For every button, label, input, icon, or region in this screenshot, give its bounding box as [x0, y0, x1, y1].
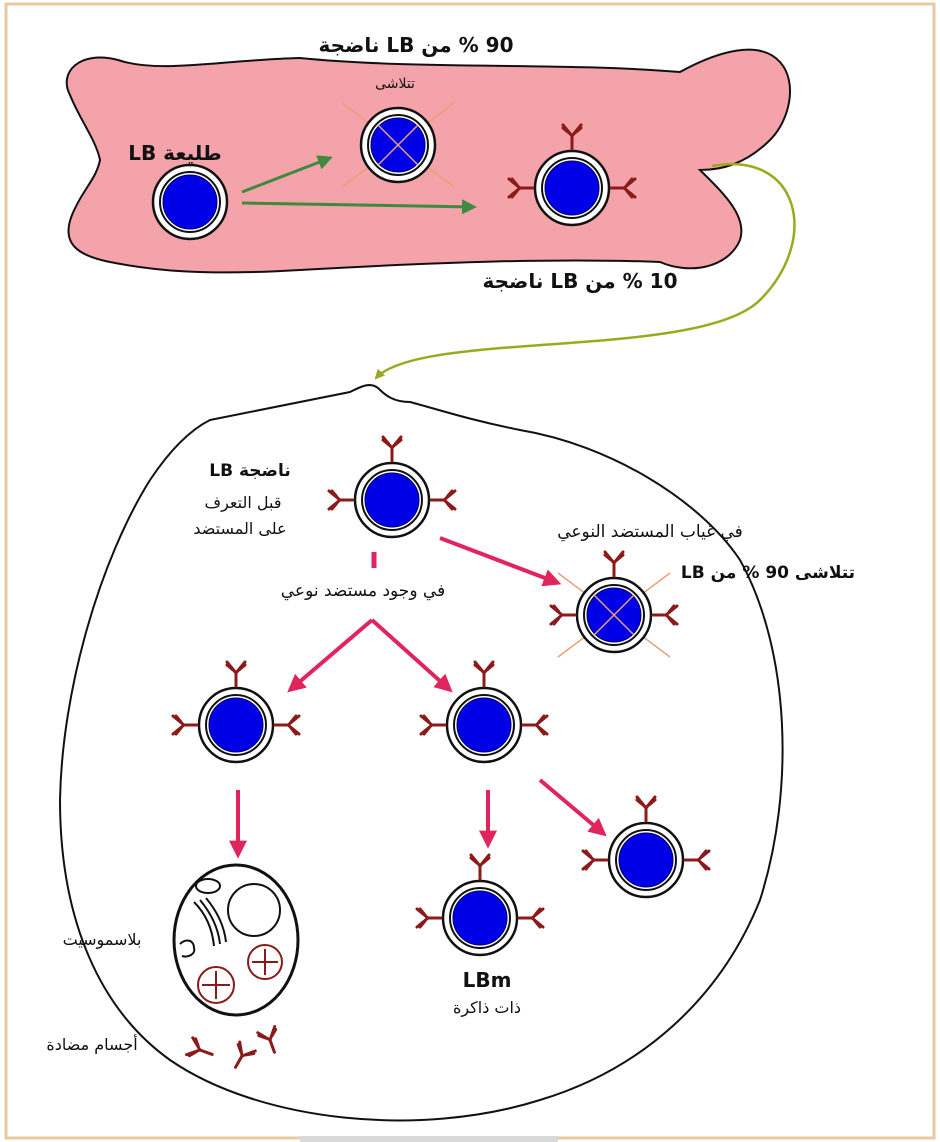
- label-absence-1: في غياب المستضد النوعي: [557, 522, 743, 542]
- antibody-receptor: [605, 552, 623, 576]
- antibody-receptor: [383, 437, 401, 461]
- antibody-receptor: [173, 716, 197, 734]
- cell-activated-left: [173, 662, 299, 762]
- label-mature-before-1: LB ناضجة: [209, 461, 290, 481]
- antibody-receptor: [417, 909, 441, 927]
- label-immature-lb: طليعة LB: [128, 141, 222, 165]
- label-antibodies: أجسام مضادة: [46, 1034, 137, 1054]
- antibody-receptor: [519, 909, 543, 927]
- label-plasmocyte: بلاسموسيت: [63, 930, 142, 950]
- antibody-receptor: [653, 606, 677, 624]
- antibody-receptor: [583, 851, 607, 869]
- arrow-absence: [440, 538, 558, 583]
- label-mature-before-2: قبل التعرف: [205, 493, 282, 513]
- arrow-right-branch: [372, 620, 450, 690]
- antibody-receptor: [421, 716, 445, 734]
- cell-memory-lbm: [417, 855, 543, 955]
- label-memory-caption: ذات ذاكرة: [453, 998, 521, 1018]
- label-absence-2: تتلاشى 90 % من LB: [681, 563, 855, 583]
- cell-immature-lb: [153, 165, 227, 239]
- bottom-tab: [300, 1136, 558, 1142]
- antibody-receptor: [275, 716, 299, 734]
- antibody-receptor: [471, 855, 489, 879]
- label-mature-90: 90 % من LB ناضجة: [318, 33, 513, 57]
- antibody-receptor: [329, 491, 353, 509]
- antibody-receptor: [431, 491, 455, 509]
- plasmocyte-icon: [174, 865, 298, 1015]
- antibody-receptor: [475, 662, 493, 686]
- arrow-left-branch: [290, 620, 372, 690]
- label-presence: في وجود مستضد نوعي: [281, 581, 445, 601]
- antibody-receptor: [523, 716, 547, 734]
- cell-effector-lb: [583, 797, 709, 897]
- arrow-to-effector: [540, 780, 604, 834]
- label-mature-10: 10 % من LB ناضجة: [482, 269, 677, 293]
- antibody-icon: [187, 1027, 283, 1072]
- cell-apoptotic-organ: [551, 552, 677, 657]
- cell-mature-organ: [329, 437, 455, 537]
- cell-activated-right: [421, 662, 547, 762]
- label-apoptosis-bone: تتلاشى: [375, 76, 415, 92]
- antibody-receptor: [551, 606, 575, 624]
- label-memory-cell: LBm: [463, 968, 512, 992]
- antibody-receptor: [685, 851, 709, 869]
- antibody-receptor: [227, 662, 245, 686]
- antibody-receptor: [637, 797, 655, 821]
- label-mature-before-3: على المستضد: [193, 519, 286, 538]
